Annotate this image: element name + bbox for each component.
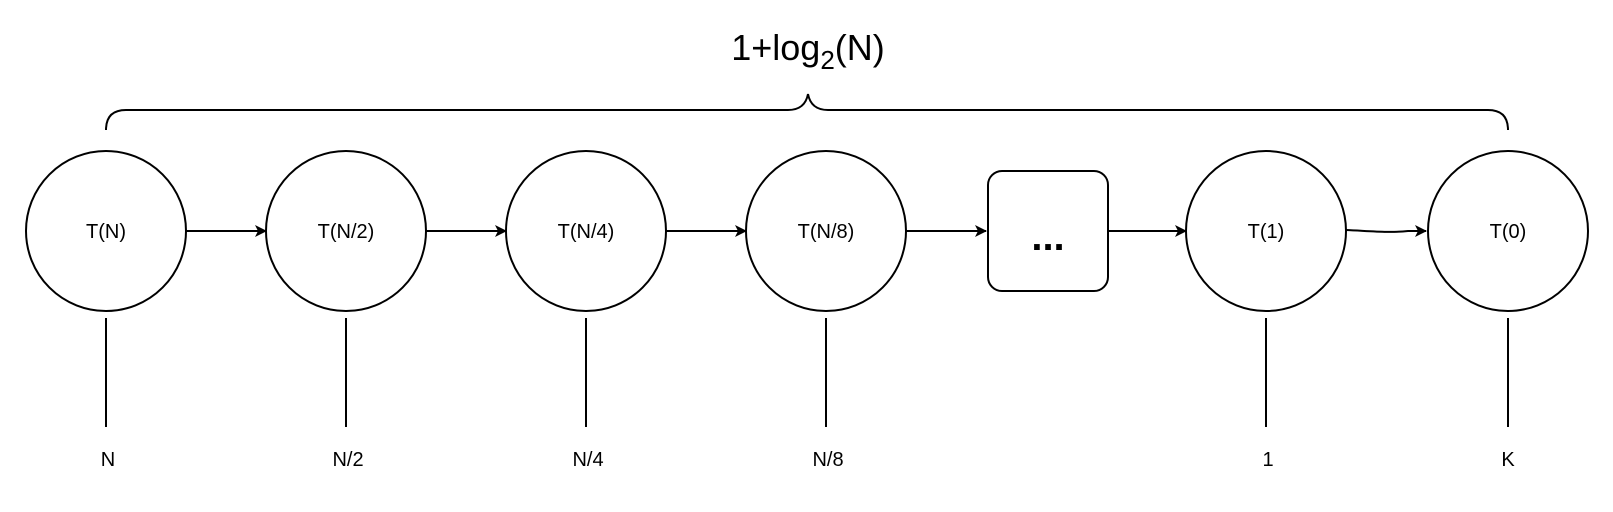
node-t1-label: T(1)	[1248, 221, 1285, 243]
node-tn4-size: N/4	[572, 449, 603, 471]
node-t0-size: K	[1501, 449, 1515, 471]
node-tn-size: N	[101, 449, 115, 471]
node-tn8: T(N/8) N/8	[745, 150, 907, 471]
node-tn2-label: T(N/2)	[318, 221, 375, 243]
span-brace	[105, 93, 1509, 131]
node-tn4: T(N/4) N/4	[505, 150, 667, 471]
node-t1: T(1) 1	[1185, 150, 1347, 471]
node-t1-size: 1	[1262, 449, 1273, 471]
depth-title: 1+log2(N)	[731, 27, 885, 75]
node-tn2-size: N/2	[332, 449, 363, 471]
ellipsis-label: ...	[1031, 215, 1064, 259]
arrow-t1-to-t0	[1345, 225, 1427, 237]
node-tn8-size: N/8	[812, 449, 843, 471]
node-t0-label: T(0)	[1490, 221, 1527, 243]
node-tn8-label: T(N/8)	[798, 221, 855, 243]
node-tn2: T(N/2) N/2	[265, 150, 427, 471]
node-ellipsis: ...	[987, 170, 1109, 292]
node-t0: T(0) K	[1427, 150, 1589, 471]
node-tn: T(N) N	[25, 150, 187, 471]
node-tn4-label: T(N/4)	[558, 221, 615, 243]
node-tn-label: T(N)	[86, 221, 126, 243]
